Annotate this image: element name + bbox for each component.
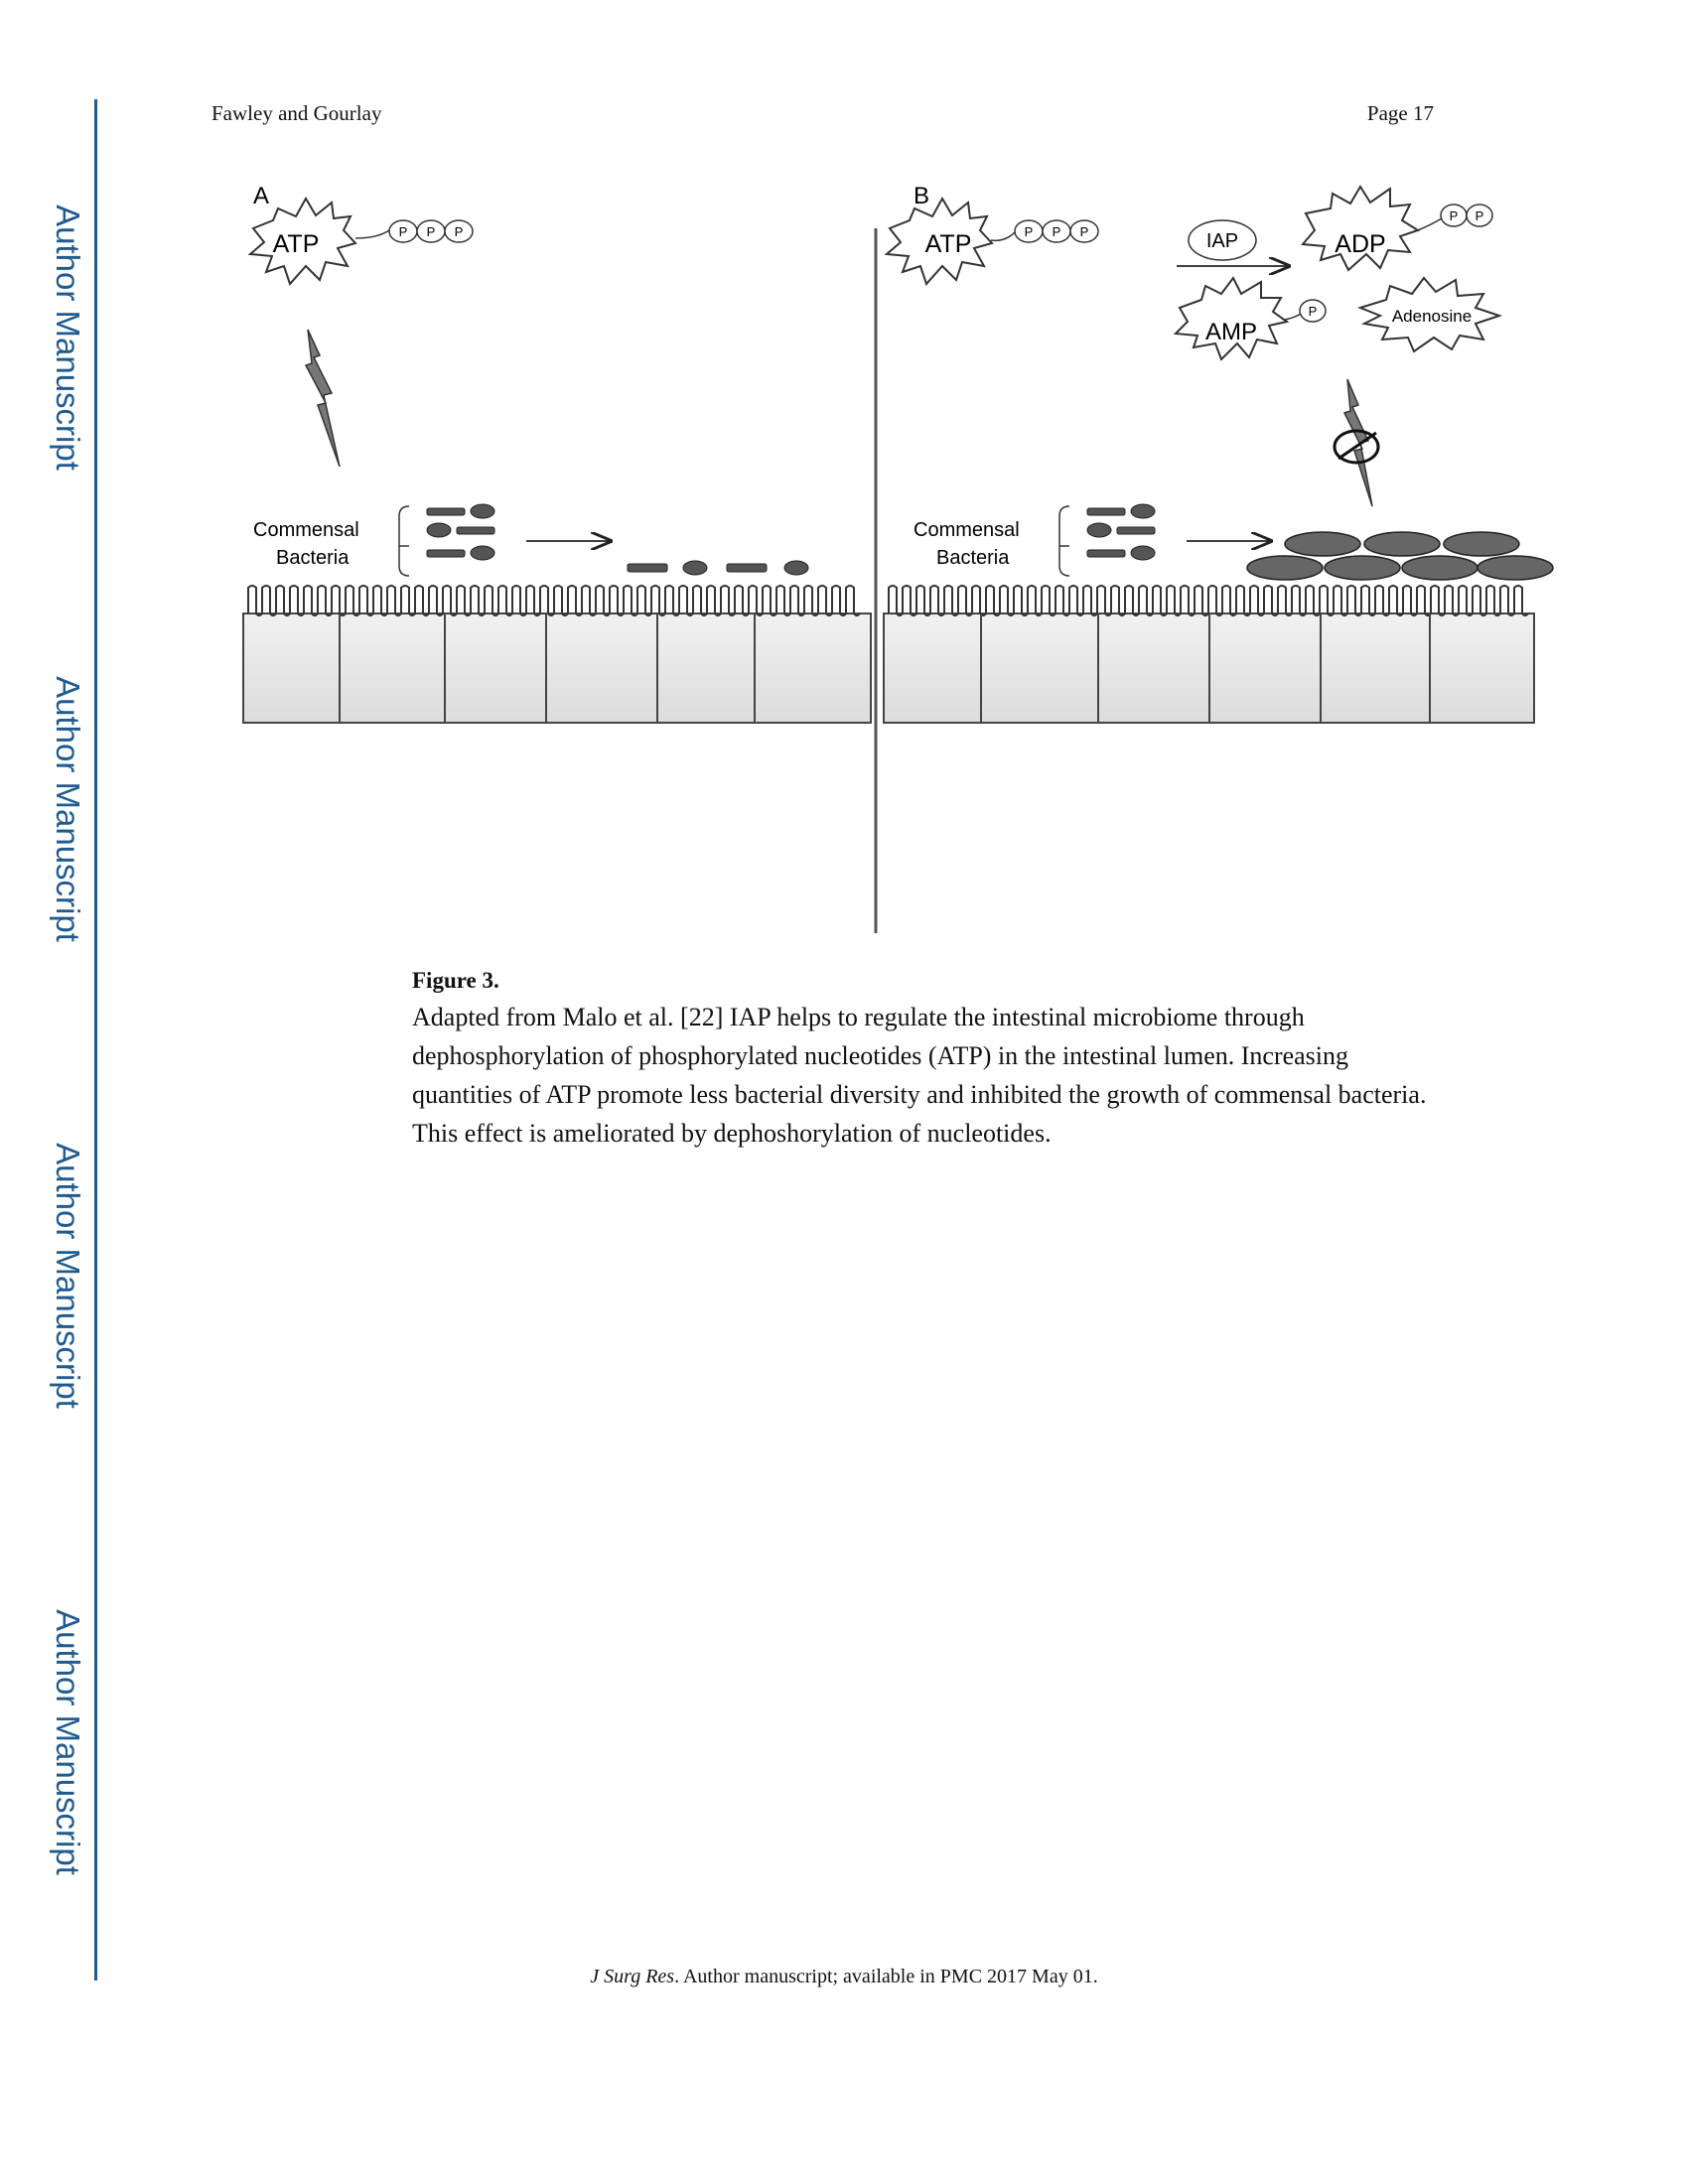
svg-text:P: P — [1450, 208, 1459, 223]
bracket-b — [1058, 505, 1070, 577]
amp-starburst — [1173, 276, 1290, 361]
bracket-a — [398, 505, 410, 577]
adp-label: ADP — [1335, 230, 1385, 258]
bacteria-label-b: Bacteria — [936, 547, 1010, 569]
atp-starburst-b — [884, 196, 994, 286]
sparse-bacteria-a — [627, 560, 809, 576]
side-rule — [94, 99, 97, 1980]
footer-citation: J Surg Res. Author manuscript; available… — [0, 1966, 1688, 1988]
phosphate-chain-link — [354, 229, 390, 239]
figure-3-diagram: A B ATP P P P Commensal Bacteria ATP — [242, 183, 1554, 933]
inhibition-symbol-icon — [1333, 429, 1380, 465]
iap-enzyme — [1188, 219, 1257, 261]
dense-bacteria-b — [1246, 531, 1554, 581]
adenosine-label: Adenosine — [1392, 307, 1472, 326]
phosphate-group-b: P P P — [1014, 219, 1099, 243]
svg-text:P: P — [1025, 224, 1034, 239]
bacteria-label-a: Bacteria — [276, 547, 350, 569]
adp-starburst — [1300, 185, 1421, 272]
figure-title: Figure 3. — [412, 968, 499, 993]
phosphate-amp — [1299, 299, 1327, 323]
panel-a-letter: A — [253, 183, 269, 209]
footer-text: . Author manuscript; available in PMC 20… — [674, 1966, 1098, 1987]
phosphate-group-a: P P P — [388, 219, 474, 243]
journal-name: J Surg Res — [590, 1966, 675, 1987]
bacteria-cluster-a — [426, 503, 495, 561]
svg-text:P: P — [427, 224, 436, 239]
lightning-bolt-icon — [1342, 378, 1373, 507]
atp-starburst-a — [247, 196, 357, 286]
amp-label: AMP — [1205, 319, 1257, 345]
running-header-authors: Fawley and Gourlay — [211, 101, 382, 125]
svg-text:P: P — [1476, 208, 1484, 223]
svg-text:P: P — [1080, 224, 1089, 239]
epithelium-panel-a — [242, 585, 872, 724]
svg-text:P: P — [455, 224, 464, 239]
figure-caption: Adapted from Malo et al. [22] IAP helps … — [412, 1003, 1427, 1148]
atp-label-a: ATP — [273, 230, 320, 258]
epithelium-panel-b — [883, 585, 1535, 724]
commensal-label-b: Commensal — [914, 519, 1020, 541]
iap-label: IAP — [1206, 230, 1238, 252]
svg-text:P: P — [1309, 304, 1318, 319]
svg-text:P: P — [399, 224, 408, 239]
lightning-bolt-icon — [304, 329, 341, 468]
phosphate-group-adp: P P — [1440, 204, 1493, 227]
panel-b-letter: B — [914, 183, 929, 209]
adenosine-starburst — [1356, 276, 1503, 353]
svg-text:P: P — [1053, 224, 1061, 239]
atp-label-b: ATP — [925, 230, 972, 258]
bacteria-cluster-b — [1086, 503, 1156, 561]
commensal-label-a: Commensal — [253, 519, 359, 541]
page-number: Page 17 — [1366, 101, 1434, 125]
